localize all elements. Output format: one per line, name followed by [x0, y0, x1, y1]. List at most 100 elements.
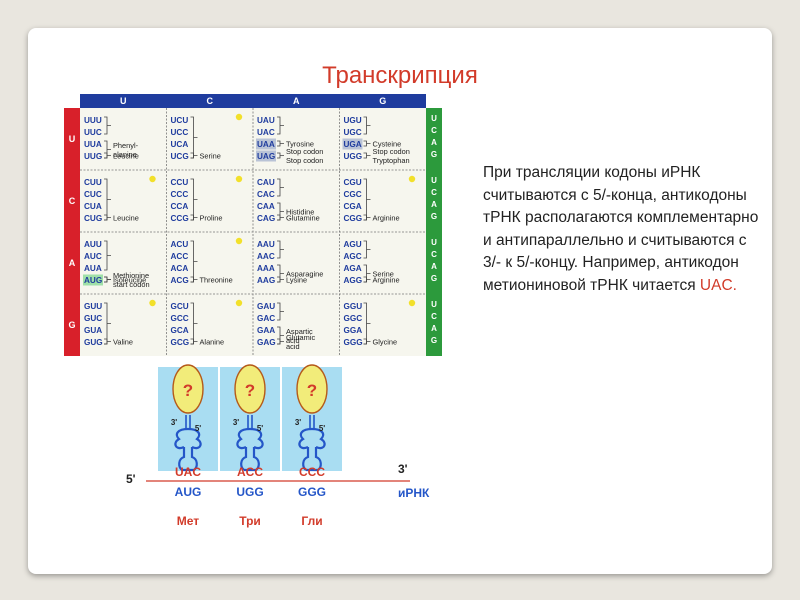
third-base-label: G	[431, 150, 437, 159]
codon: AAC	[257, 252, 275, 261]
codon: CAC	[257, 190, 275, 199]
row-header-bar	[64, 108, 80, 356]
codon-bracket	[277, 140, 284, 147]
codon-bracket	[363, 214, 371, 221]
codon: GGU	[344, 302, 363, 311]
codon-bracket	[190, 152, 198, 159]
codon-bracket	[363, 276, 371, 283]
codon: ACC	[171, 252, 189, 261]
codon: UAC	[257, 128, 275, 137]
codon: GUC	[84, 314, 102, 323]
amino-acid-label: Leucine	[113, 214, 139, 223]
codon-bracket	[277, 178, 284, 197]
column-header: C	[207, 96, 214, 106]
third-base-label: A	[431, 262, 437, 271]
codon: CCC	[171, 190, 189, 199]
description-highlight: UAC.	[699, 276, 737, 294]
amino-acid-label: alanine	[113, 150, 137, 159]
amino-acid-name: Три	[239, 514, 261, 528]
amino-acid-label: Tyrosine	[286, 140, 314, 149]
third-base-label: C	[431, 188, 437, 197]
codon: ACG	[171, 276, 189, 285]
codon: CAU	[257, 178, 275, 187]
trna-cloverleaf	[174, 427, 202, 472]
codon: UCG	[171, 152, 189, 161]
codon: AGU	[344, 240, 362, 249]
codon: CGU	[344, 178, 362, 187]
codon: UUA	[84, 140, 102, 149]
amino-acid-label: Serine	[373, 270, 394, 279]
third-base-label: U	[431, 300, 437, 309]
yellow-dot-icon	[235, 175, 243, 183]
question-mark: ?	[245, 381, 255, 400]
codon-bracket	[104, 152, 111, 159]
codon-bracket	[277, 240, 284, 259]
amino-acid-label: Tryptophan	[373, 156, 410, 165]
amino-acid-oval	[234, 364, 266, 414]
question-mark: ?	[183, 381, 193, 400]
codon-bracket	[104, 214, 111, 221]
codon: GGA	[344, 326, 363, 335]
codon-bracket	[277, 152, 284, 159]
yellow-dot-icon	[235, 113, 243, 121]
column-header: G	[379, 96, 386, 106]
amino-acid-label: Glutamine	[286, 214, 320, 223]
codon: GCA	[171, 326, 189, 335]
codon: UGG	[344, 152, 363, 161]
amino-acid-label: Cysteine	[373, 140, 402, 149]
row-header: G	[68, 320, 75, 330]
start-codon-highlight	[83, 274, 103, 286]
row-header: A	[69, 258, 76, 268]
trna-5-end-label: 5'	[195, 424, 201, 433]
codon-bracket	[363, 240, 371, 259]
codon: UCU	[171, 116, 189, 125]
stop-codon-highlight	[256, 150, 276, 162]
trna-cloverleaf	[298, 427, 326, 472]
amino-acid-label: Glycine	[373, 338, 398, 347]
codon-bracket	[104, 338, 111, 345]
codon-bracket	[277, 214, 284, 221]
codon: AGG	[344, 276, 363, 285]
amino-acid-label: Methionine	[113, 271, 149, 280]
codon-bracket	[190, 338, 198, 345]
codon-bracket	[363, 116, 371, 135]
yellow-dot-icon	[235, 237, 243, 245]
mrna-codon: UGG	[236, 485, 263, 499]
codon: CUU	[84, 178, 102, 187]
codon: AAU	[257, 240, 275, 249]
anticodon: ACC	[237, 465, 263, 479]
codon-bracket	[363, 338, 371, 345]
codon: AUA	[84, 264, 102, 273]
yellow-dot-icon	[235, 299, 243, 307]
mrna-5-end-label: 5'	[126, 472, 136, 486]
codon: ACA	[171, 264, 189, 273]
acceptor-stem	[185, 415, 191, 429]
amino-acid-label: Leucine	[113, 152, 139, 161]
amino-acid-label: Stop codon	[286, 147, 323, 156]
codon: CGG	[344, 214, 363, 223]
codon: GAG	[257, 338, 276, 347]
codon: UUU	[84, 116, 102, 125]
codon: AUG	[84, 276, 102, 285]
codon-bracket	[363, 140, 371, 147]
codon: UUG	[84, 152, 102, 161]
amino-acid-name: Мет	[177, 514, 200, 528]
third-base-label: U	[431, 176, 437, 185]
third-base-label: A	[431, 200, 437, 209]
amino-acid-label: Phenyl-	[113, 141, 139, 150]
yellow-dot-icon	[408, 175, 416, 183]
trna-5-end-label: 5'	[319, 424, 325, 433]
right-label-bar	[426, 108, 442, 356]
codon: CCA	[171, 202, 189, 211]
codon: AUC	[84, 252, 102, 261]
header-bar	[80, 94, 426, 108]
